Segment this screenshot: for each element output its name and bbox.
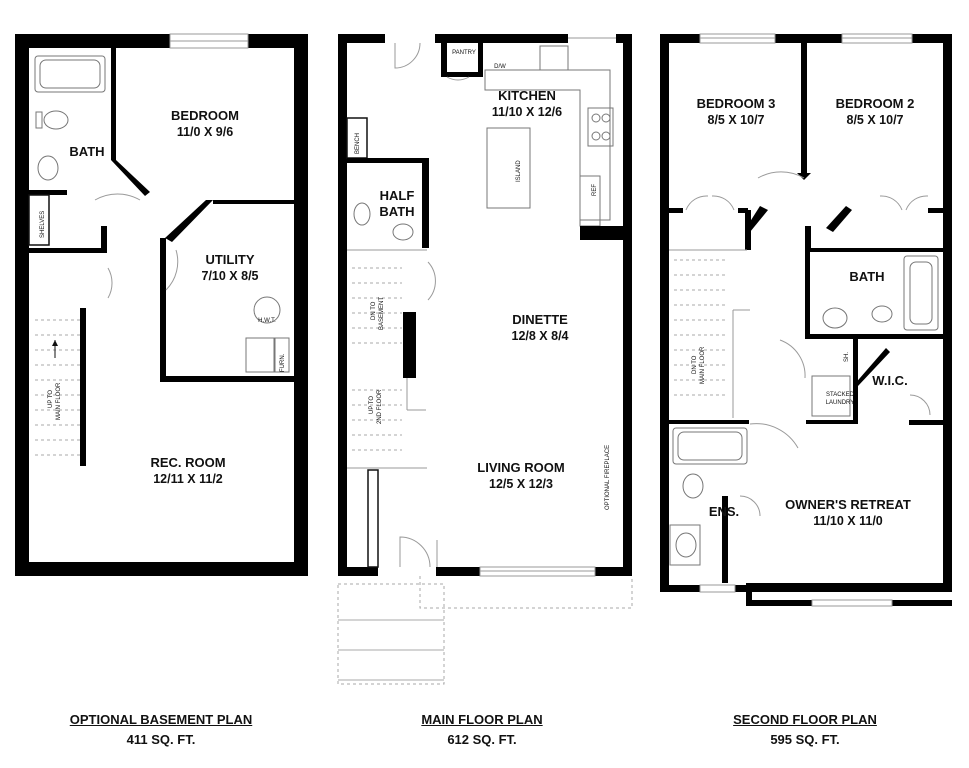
fridge-label: REF — [592, 184, 598, 196]
dn-main-1: DN TO — [692, 355, 698, 374]
owners-retreat-label: OWNER'S RETREAT — [785, 497, 911, 512]
bedroom-2-dim: 8/5 X 10/7 — [847, 113, 904, 127]
bathtub-icon — [34, 55, 106, 93]
second-bath-label: BATH — [849, 269, 884, 284]
basement-stairs-note-2: MAIN FLOOR — [56, 382, 62, 420]
half-bath-sink-icon — [392, 223, 414, 241]
basement-caption-title: OPTIONAL BASEMENT PLAN — [69, 712, 253, 727]
owners-retreat-dim: 11/10 X 11/0 — [813, 514, 883, 528]
island-icon — [486, 127, 531, 209]
ensuite-sink-icon — [675, 532, 697, 558]
basement-bedroom-dim: 11/0 X 9/6 — [177, 125, 233, 139]
dinette-dim: 12/8 X 8/4 — [512, 329, 569, 343]
bedroom-3-label: BEDROOM 3 — [697, 96, 776, 111]
stacked-laundry-icon — [811, 375, 851, 417]
pantry-label: PANTRY — [452, 50, 476, 56]
ensuite-label: ENS. — [709, 504, 739, 519]
second-caption-title: SECOND FLOOR PLAN — [733, 712, 877, 727]
main-caption-title: MAIN FLOOR PLAN — [421, 712, 543, 727]
living-room-label: LIVING ROOM — [477, 460, 564, 475]
fireplace-label: OPTIONAL FIREPLACE — [605, 445, 611, 510]
rec-room-dim: 12/11 X 11/2 — [153, 472, 223, 486]
second-floor-plan: BEDROOM 3 8/5 X 10/7 BEDROOM 2 8/5 X 10/… — [660, 33, 952, 607]
ensuite-toilet-icon — [682, 473, 704, 499]
rec-room-label: REC. ROOM — [150, 455, 225, 470]
half-bath-label-1: HALF — [380, 188, 415, 203]
toilet-icon — [43, 110, 69, 130]
dn-basement-2: BASEMENT — [379, 297, 385, 330]
basement-bedroom-label: BEDROOM — [171, 108, 239, 123]
main-floor-plan: PANTRY D/W KITCHEN 11/10 X 12/6 ISLAND R… — [337, 34, 633, 685]
ensuite-tub-icon — [672, 427, 748, 465]
water-heater-icon — [253, 296, 281, 324]
bedroom-3-dim: 8/5 X 10/7 — [708, 113, 765, 127]
hwt-label: H.W.T. — [258, 318, 276, 324]
up-2nd-2: 2ND FLOOR — [377, 389, 383, 424]
kitchen-label: KITCHEN — [498, 88, 556, 103]
sink-icon — [37, 155, 59, 181]
main-caption: MAIN FLOOR PLAN 612 SQ. FT. — [322, 712, 642, 747]
kitchen-dim: 11/10 X 12/6 — [492, 105, 562, 119]
kitchen-sink-icon — [539, 45, 569, 71]
second-bath-tub-icon — [903, 255, 939, 331]
basement-plan: BEDROOM 11/0 X 9/6 BATH SHELVES UTILITY … — [15, 33, 308, 576]
dinette-label: DINETTE — [512, 312, 568, 327]
main-caption-area: 612 SQ. FT. — [447, 732, 517, 747]
basement-caption: OPTIONAL BASEMENT PLAN 411 SQ. FT. — [1, 712, 321, 747]
up-2nd-1: UP TO — [369, 396, 375, 414]
bench-label: BENCH — [355, 133, 361, 154]
half-bath-label-2: BATH — [379, 204, 414, 219]
island-label: ISLAND — [516, 160, 522, 182]
basement-stairs-note-1: UP TO — [48, 390, 54, 408]
wic-label: W.I.C. — [872, 373, 907, 388]
basement-bath-label: BATH — [69, 144, 104, 159]
dn-main-2: MAIN FLOOR — [700, 346, 706, 384]
basement-caption-area: 411 SQ. FT. — [126, 732, 196, 747]
half-bath-toilet-icon — [353, 202, 371, 226]
furnace-icon — [245, 337, 275, 373]
shelf-label: SH. — [844, 352, 850, 362]
living-room-dim: 12/5 X 12/3 — [489, 477, 553, 491]
stove-icon — [587, 107, 614, 147]
second-bath-sink-icon — [822, 307, 848, 329]
furnace-label: FURN. — [280, 353, 286, 372]
utility-label: UTILITY — [205, 252, 254, 267]
utility-dim: 7/10 X 8/5 — [202, 269, 259, 283]
shelves-label: SHELVES — [40, 211, 46, 238]
second-bath-toilet-icon — [871, 305, 893, 323]
stacked-label-2: LAUNDRY — [826, 400, 855, 406]
stacked-label-1: STACKED — [826, 392, 855, 398]
dishwasher-label: D/W — [494, 64, 506, 70]
second-caption-area: 595 SQ. FT. — [770, 732, 840, 747]
second-caption: SECOND FLOOR PLAN 595 SQ. FT. — [645, 712, 965, 747]
dn-basement-1: DN TO — [371, 301, 377, 320]
bedroom-2-label: BEDROOM 2 — [836, 96, 915, 111]
